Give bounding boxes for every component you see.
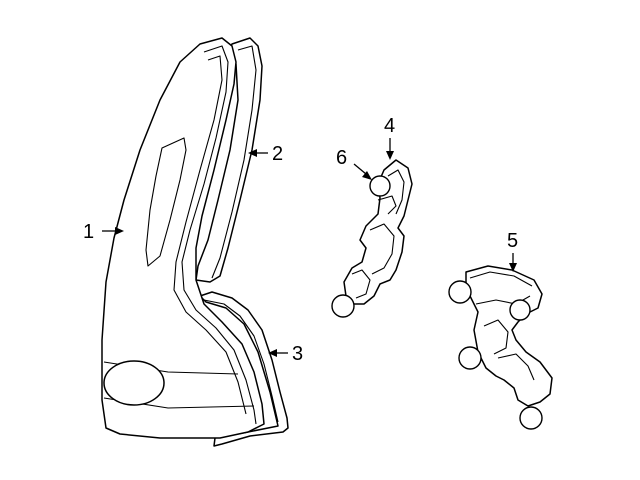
callout-4: 4 (384, 115, 395, 160)
bulb-5-mid (458, 346, 482, 370)
socket-harness-upper (331, 159, 413, 318)
callout-3: 3 (268, 343, 303, 365)
callout-label-4: 4 (384, 115, 395, 137)
callout-5: 5 (507, 230, 518, 272)
bulb-5-right (509, 299, 531, 321)
outer-gasket (195, 37, 263, 283)
callout-label-5: 5 (507, 230, 518, 252)
bulb-6 (369, 175, 391, 197)
callout-label-3: 3 (292, 343, 303, 365)
tail-lamp-housing (101, 37, 265, 439)
callout-label-1: 1 (83, 221, 94, 243)
lower-lens-trim (199, 291, 289, 447)
socket-harness-right (448, 265, 553, 430)
callout-label-2: 2 (272, 143, 283, 165)
callout-2: 2 (248, 143, 283, 165)
bulb-5-left (448, 280, 472, 304)
callout-6: 6 (336, 147, 372, 180)
callout-1: 1 (83, 221, 124, 243)
callout-label-6: 6 (336, 147, 347, 169)
bulb-lower-left (331, 294, 355, 318)
bulb-5-bottom (519, 406, 543, 430)
